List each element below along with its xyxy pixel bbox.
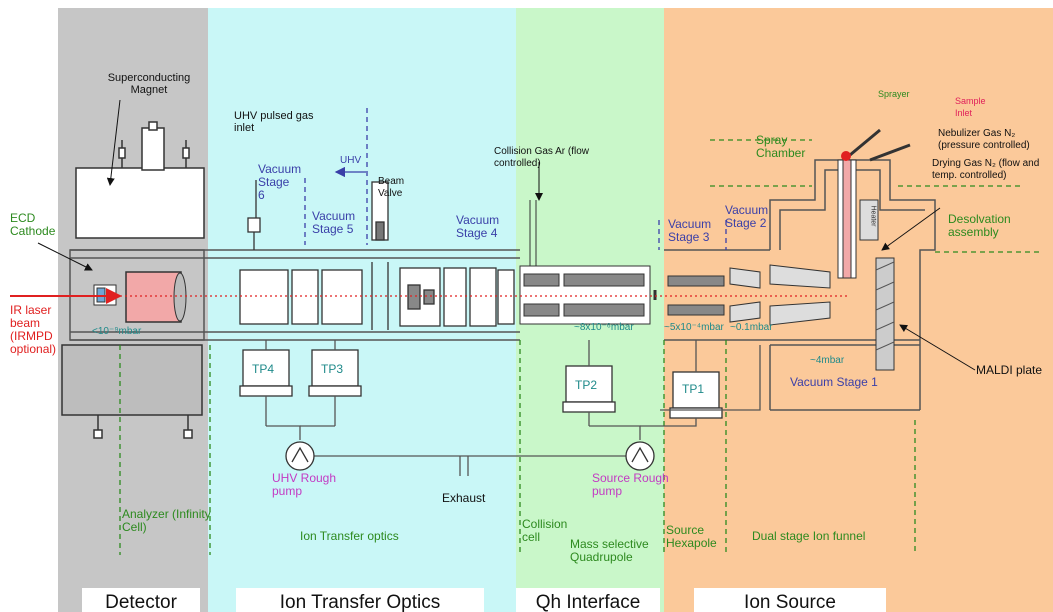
uhv-rough-label: UHV Rough pump: [272, 472, 352, 498]
sprayer-label: Sprayer: [878, 88, 910, 100]
tp3-label: TP3: [321, 364, 343, 375]
collision-cell-label: Collision cell: [522, 518, 566, 544]
stage6-label: Vacuum Stage 6: [258, 163, 298, 202]
pulsed-gas-label: UHV pulsed gas inlet: [234, 110, 314, 134]
exhaust-label: Exhaust: [442, 492, 485, 504]
desolvation-label: Desolvation assembly: [948, 213, 1018, 239]
source-rough-label: Source Rough pump: [592, 472, 672, 498]
stage4-label: Vacuum Stage 4: [456, 214, 506, 240]
sample-inlet-label: Sample Inlet: [955, 95, 995, 119]
nebulizer-label: Nebulizer Gas N₂ (pressure controlled): [938, 128, 1048, 152]
spray-chamber-label: Spray Chamber: [756, 134, 806, 160]
tp4-label: TP4: [252, 364, 274, 375]
analyzer-label: Analyzer (Infinity Cell): [122, 508, 212, 534]
section-source: Ion Source: [694, 588, 886, 612]
maldi-plate: [876, 258, 894, 370]
pressure-quad: ~8x10⁻⁶mbar: [574, 322, 634, 333]
tp1-label: TP1: [682, 384, 704, 395]
pressure-funnel: ~0.1mbar: [730, 322, 773, 333]
magnet-label: Superconducting Magnet: [104, 72, 194, 96]
hexapole-label: Source Hexapole: [666, 524, 726, 550]
tp2-label: TP2: [575, 380, 597, 391]
maldi-label: MALDI plate: [976, 364, 1042, 376]
stage5-label: Vacuum Stage 5: [312, 210, 362, 236]
funnel-label: Dual stage Ion funnel: [752, 530, 865, 543]
stage1-label: Vacuum Stage 1: [790, 376, 878, 389]
quadrupole-label: Mass selective Quadrupole: [570, 538, 664, 564]
ecd-label: ECD Cathode: [10, 212, 70, 238]
section-transfer: Ion Transfer Optics: [236, 588, 484, 612]
heater-label: Heater: [867, 205, 879, 226]
pressure-hexapole: ~5x10⁻⁴mbar: [664, 322, 724, 333]
collision-gas-label: Collision Gas Ar (flow controlled): [494, 146, 604, 170]
section-qh: Qh Interface: [516, 588, 660, 612]
stage3-label: Vacuum Stage 3: [668, 218, 722, 244]
beam-valve-label: Beam Valve: [378, 176, 412, 200]
ir-laser-label: IR laser beam (IRMPD optional): [10, 304, 70, 356]
pressure-source: ~4mbar: [810, 355, 844, 366]
ion-transfer-label: Ion Transfer optics: [300, 530, 399, 543]
section-detector: Detector: [82, 588, 200, 612]
drying-gas-label: Drying Gas N₂ (flow and temp. controlled…: [932, 158, 1050, 182]
pressure-detector: <10⁻⁹mbar: [92, 326, 141, 337]
uhv-label: UHV: [340, 154, 361, 167]
stage2-label: Vacuum Stage 2: [725, 204, 773, 230]
